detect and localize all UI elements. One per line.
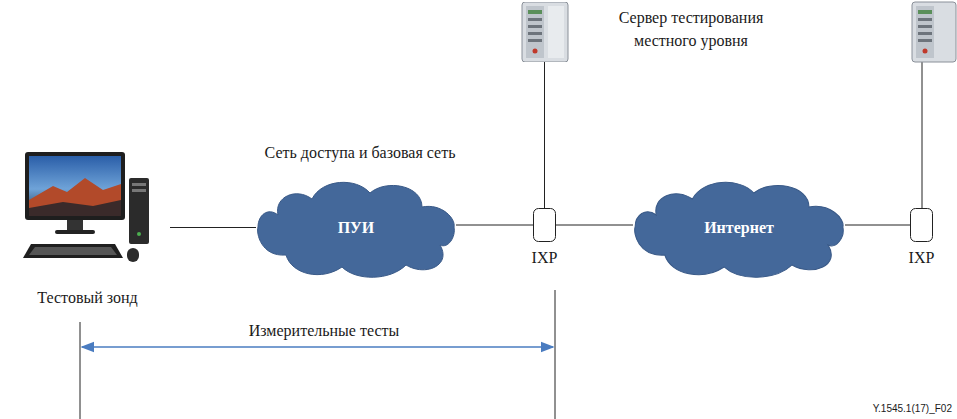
measure-label: Измерительные тесты [180, 321, 468, 340]
extent-line [555, 290, 556, 419]
server-icon [521, 2, 569, 62]
wire [922, 62, 923, 208]
ixp-box [533, 208, 556, 242]
network-label: Сеть доступа и базовая сеть [224, 143, 496, 162]
ixp-node: IXP [910, 208, 933, 242]
connector [170, 227, 256, 228]
computer-node: Тестовый зонд [5, 148, 170, 307]
connector [544, 62, 545, 208]
cloud-node: Интернет [633, 175, 845, 280]
computer-icon [23, 148, 153, 266]
cloud-label: ПУИ [338, 218, 375, 237]
server-node: Сервер тестирования местного уровня [521, 2, 569, 62]
measure-arrow [82, 346, 553, 348]
ixp-node: IXP [533, 208, 556, 242]
server-icon [912, 2, 956, 62]
node-label: IXP [532, 248, 558, 267]
connector [556, 225, 633, 226]
extent-line [80, 322, 81, 419]
cloud-label: Интернет [704, 218, 774, 237]
cloud-node: ПУИ [256, 175, 456, 280]
node-label: Сервер тестирования местного уровня [591, 6, 791, 52]
node-label: IXP [909, 248, 935, 267]
connector [845, 225, 910, 226]
ixp-box [910, 208, 933, 242]
node-label: Тестовый зонд [5, 288, 170, 307]
connector [456, 225, 533, 226]
figure-code: Y.1545.1(17)_F02 [842, 403, 952, 415]
